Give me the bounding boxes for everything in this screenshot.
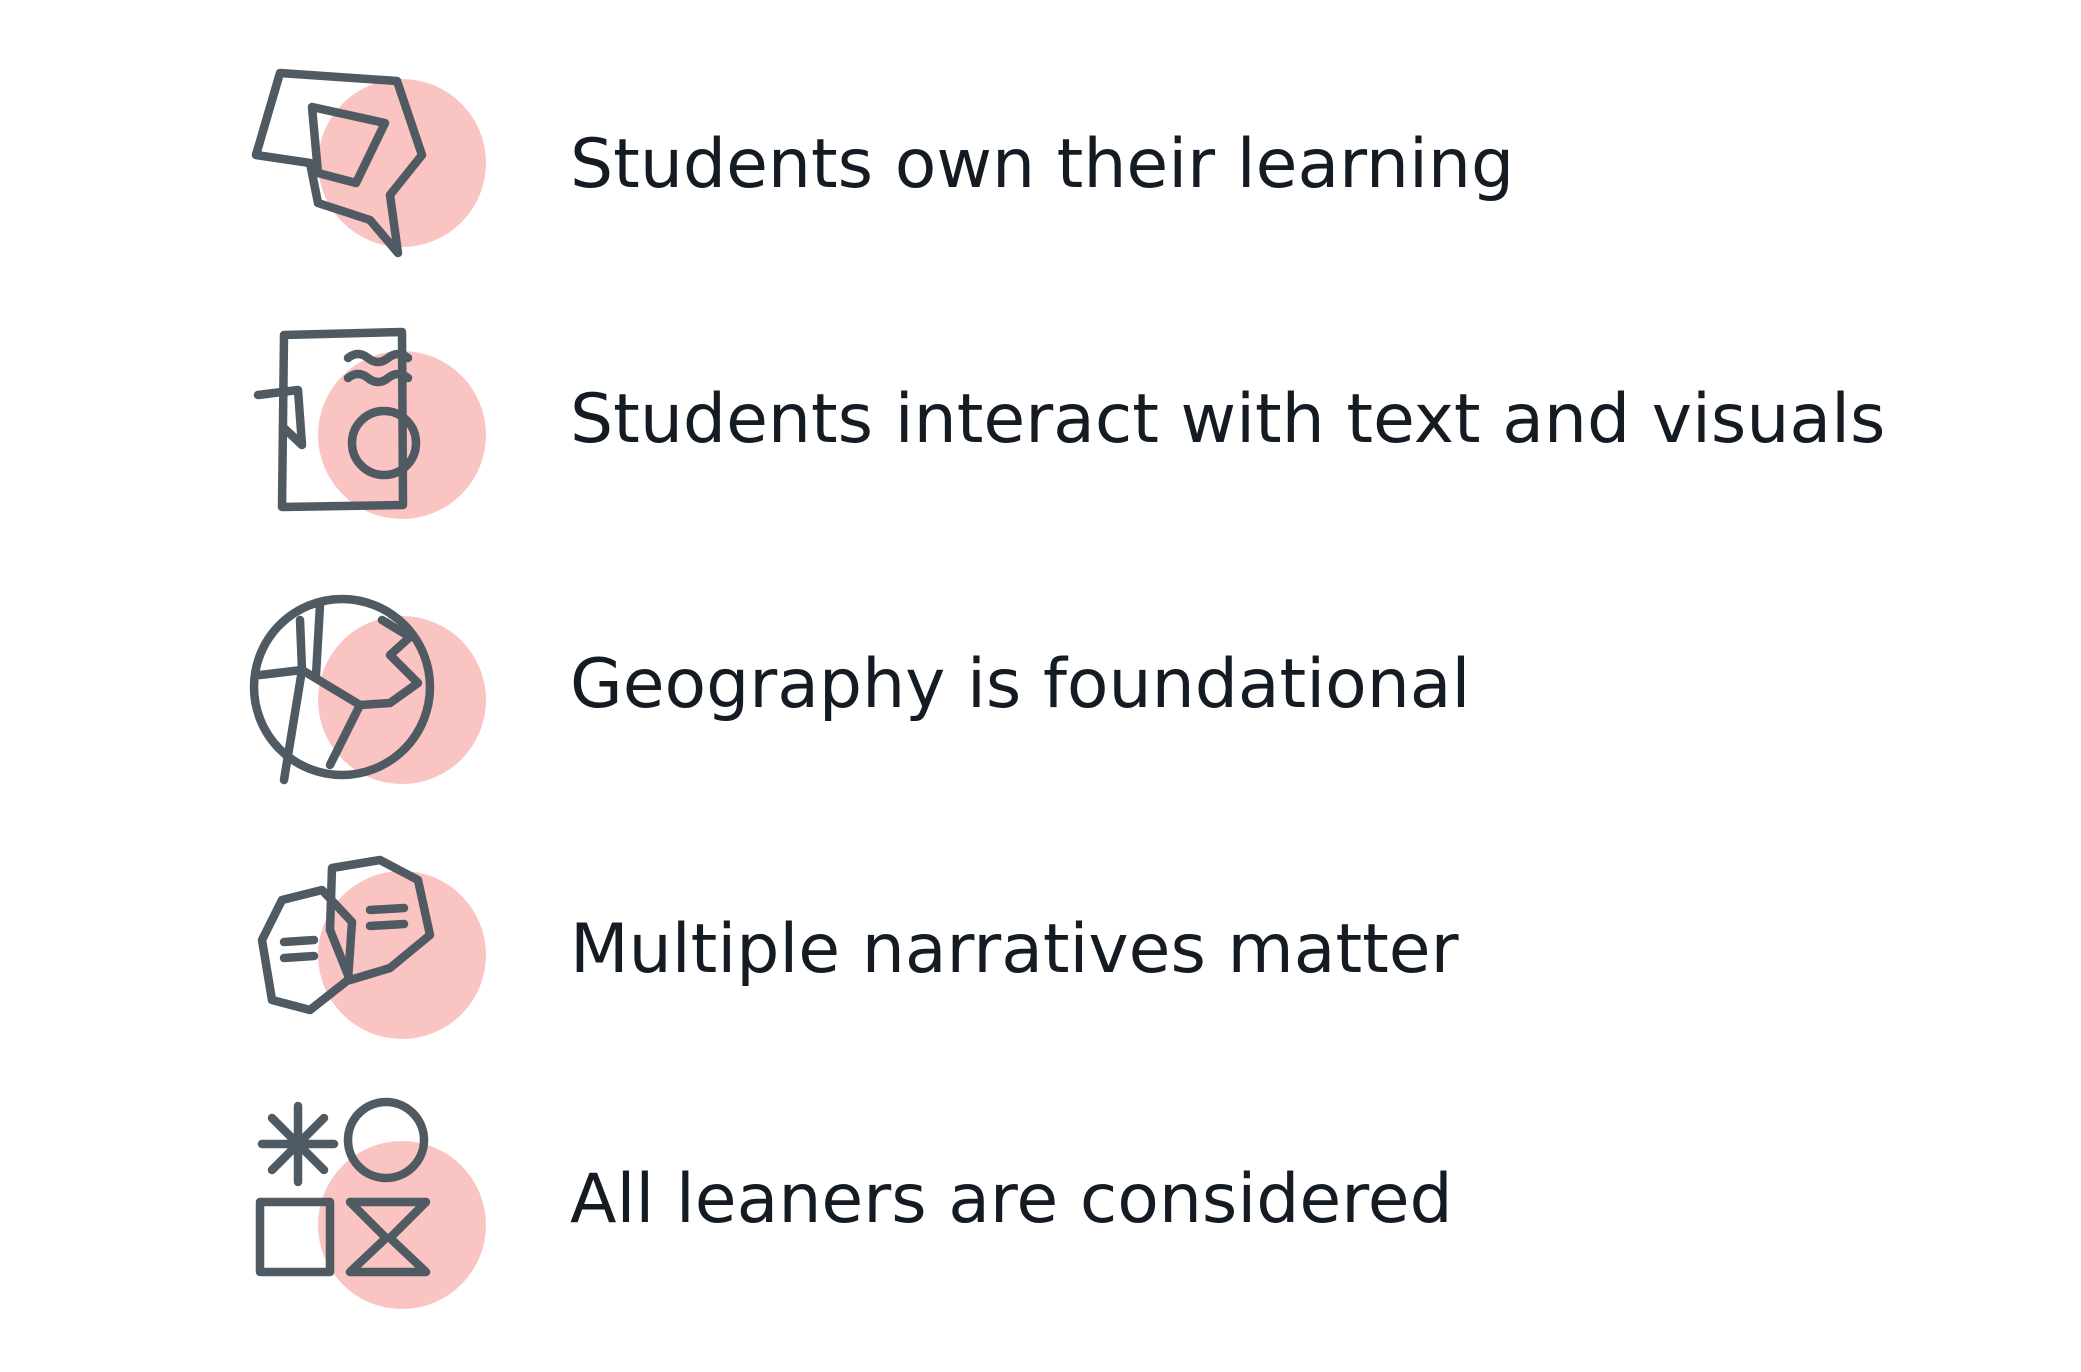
principle-label: Students own their learning <box>570 125 1515 204</box>
principle-label: All leaners are considered <box>570 1160 1453 1239</box>
mixed-shapes-icon <box>240 1090 500 1310</box>
principle-item: Geography is foundational <box>240 575 2040 795</box>
principle-label: Multiple narratives matter <box>570 910 1459 989</box>
document-image-icon <box>240 310 500 530</box>
principle-item: Students own their learning <box>240 55 2040 275</box>
principle-item: All leaners are considered <box>240 1090 2040 1310</box>
principle-item: Multiple narratives matter <box>240 840 2040 1060</box>
principle-label: Geography is foundational <box>570 645 1471 724</box>
speech-bubble-icon <box>240 55 500 275</box>
principle-label: Students interact with text and visuals <box>570 380 1886 459</box>
principle-item: Students interact with text and visuals <box>240 310 2040 530</box>
globe-icon <box>240 575 500 795</box>
overlapping-hexagons-icon <box>240 840 500 1060</box>
